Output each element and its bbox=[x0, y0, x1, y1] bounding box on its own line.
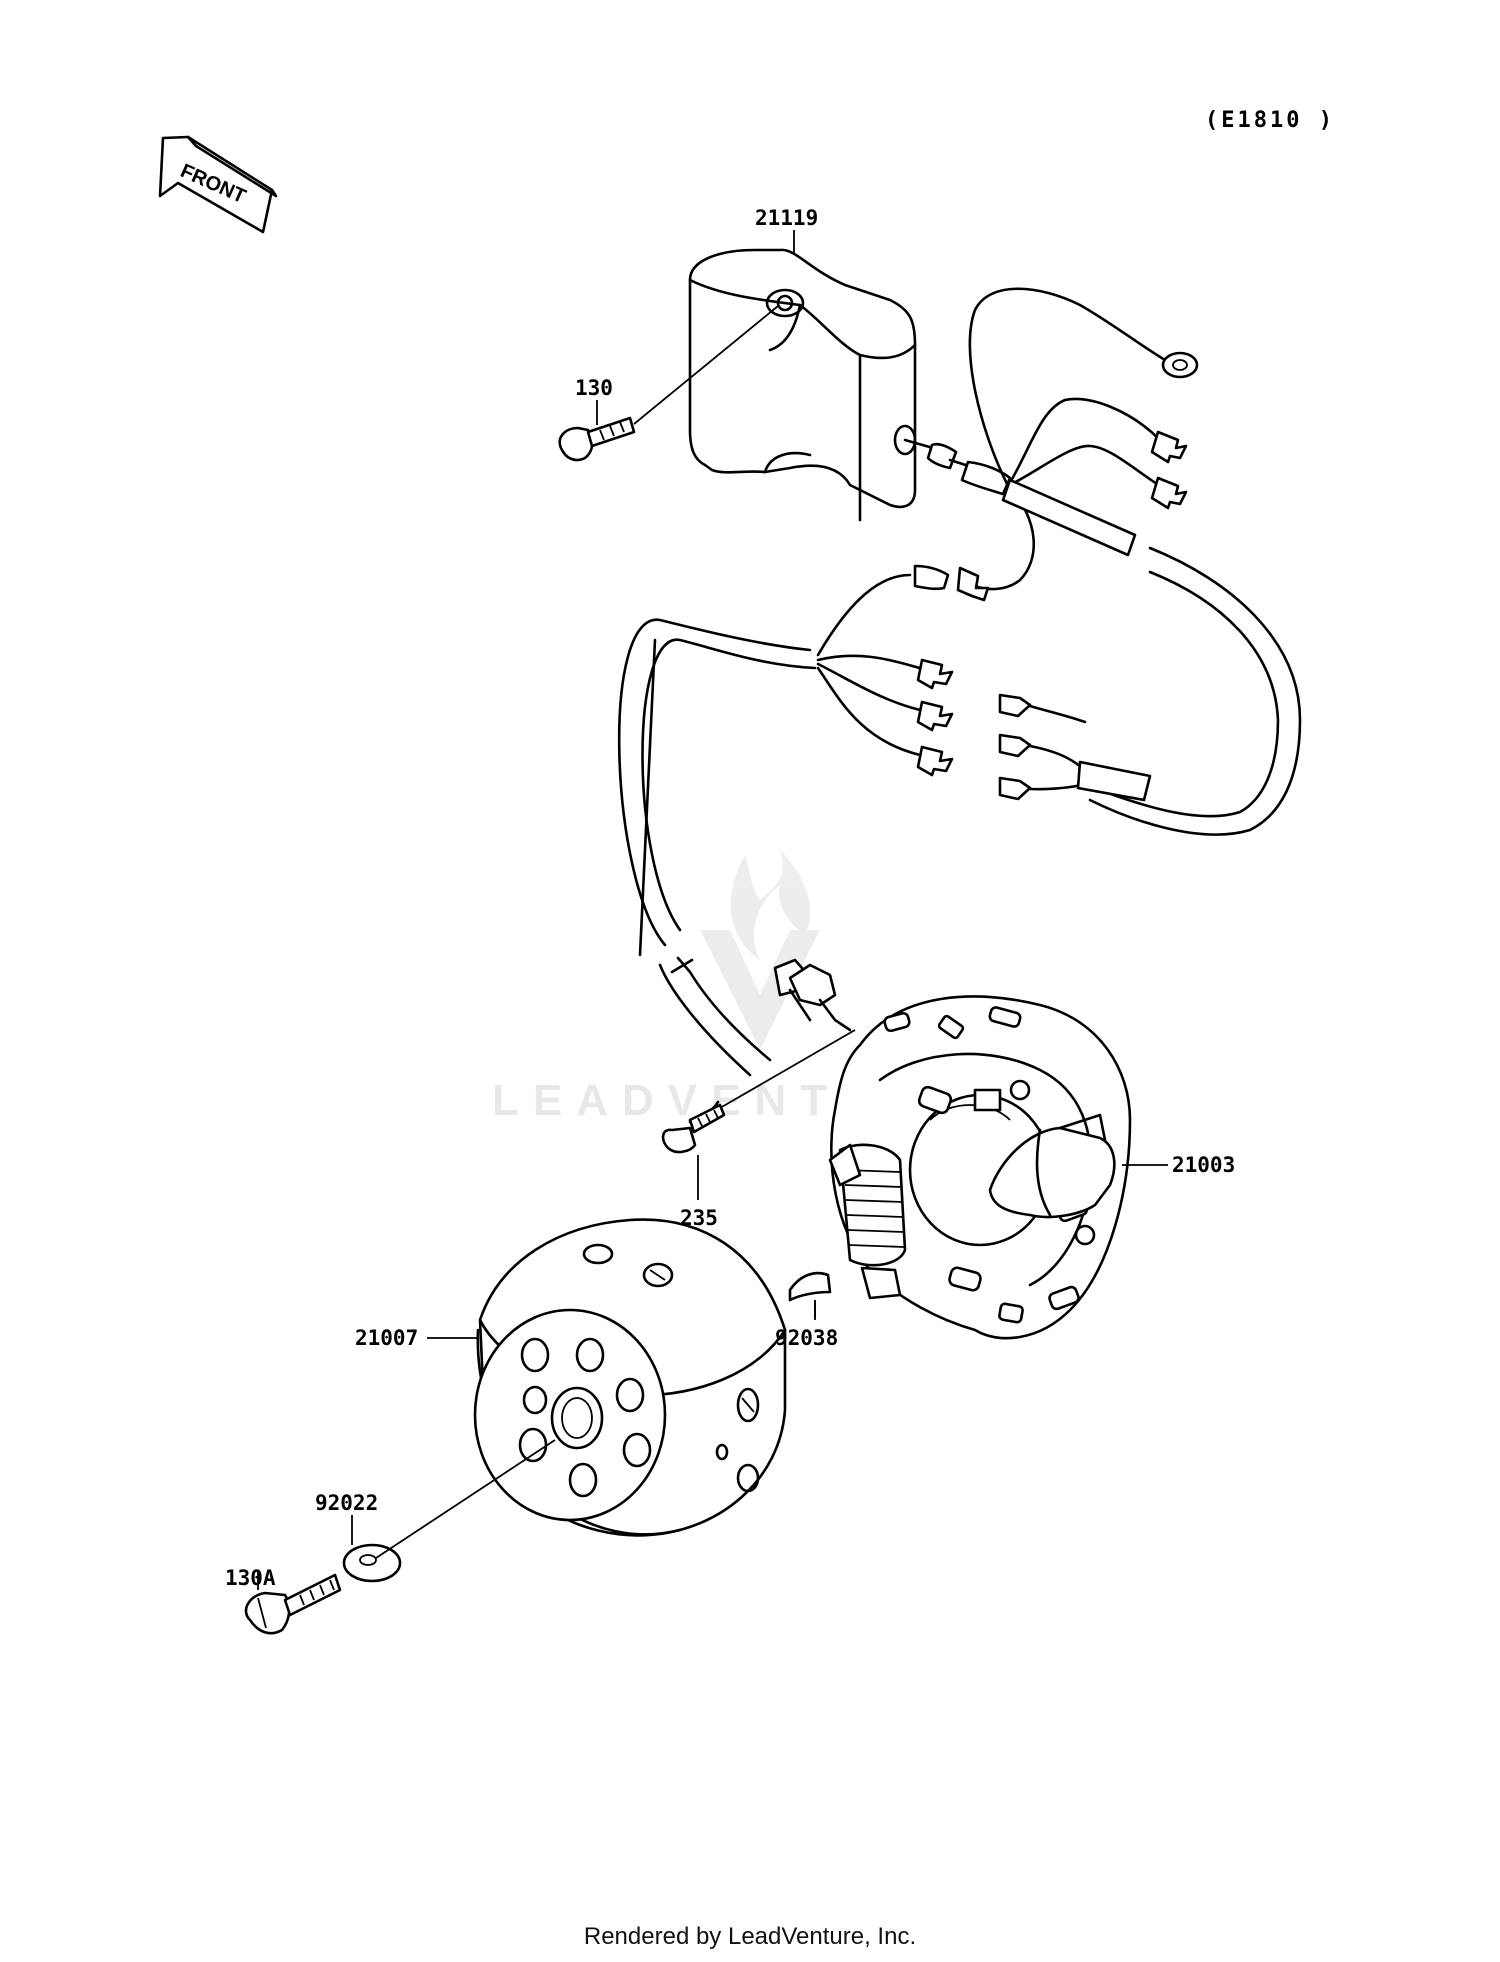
cdi-wiring bbox=[903, 287, 1302, 836]
stator-harness bbox=[617, 564, 1152, 1077]
callout-130A: 130A bbox=[225, 1566, 276, 1590]
callout-21003: 21003 bbox=[1172, 1153, 1235, 1177]
callout-21119: 21119 bbox=[755, 206, 818, 230]
callout-92022: 92022 bbox=[315, 1491, 378, 1515]
key-92038 bbox=[788, 1271, 832, 1318]
callout-92038: 92038 bbox=[775, 1326, 838, 1350]
diagram-code: (E1810 ) bbox=[1205, 108, 1335, 133]
leader-lines bbox=[257, 230, 1168, 1590]
cdi-unit-21119 bbox=[688, 248, 917, 522]
callout-235: 235 bbox=[680, 1206, 718, 1230]
front-arrow-icon: FRONT bbox=[158, 135, 278, 234]
callout-21007: 21007 bbox=[355, 1326, 418, 1350]
bolt-130A bbox=[244, 1573, 342, 1635]
bolt-130 bbox=[558, 305, 779, 462]
callout-130: 130 bbox=[575, 376, 613, 400]
screw-235 bbox=[661, 1029, 856, 1154]
render-credit: Rendered by LeadVenture, Inc. bbox=[583, 1923, 917, 1950]
stator-21003 bbox=[788, 963, 1132, 1340]
flywheel-21007 bbox=[473, 1218, 787, 1537]
washer-92022 bbox=[342, 1439, 556, 1583]
